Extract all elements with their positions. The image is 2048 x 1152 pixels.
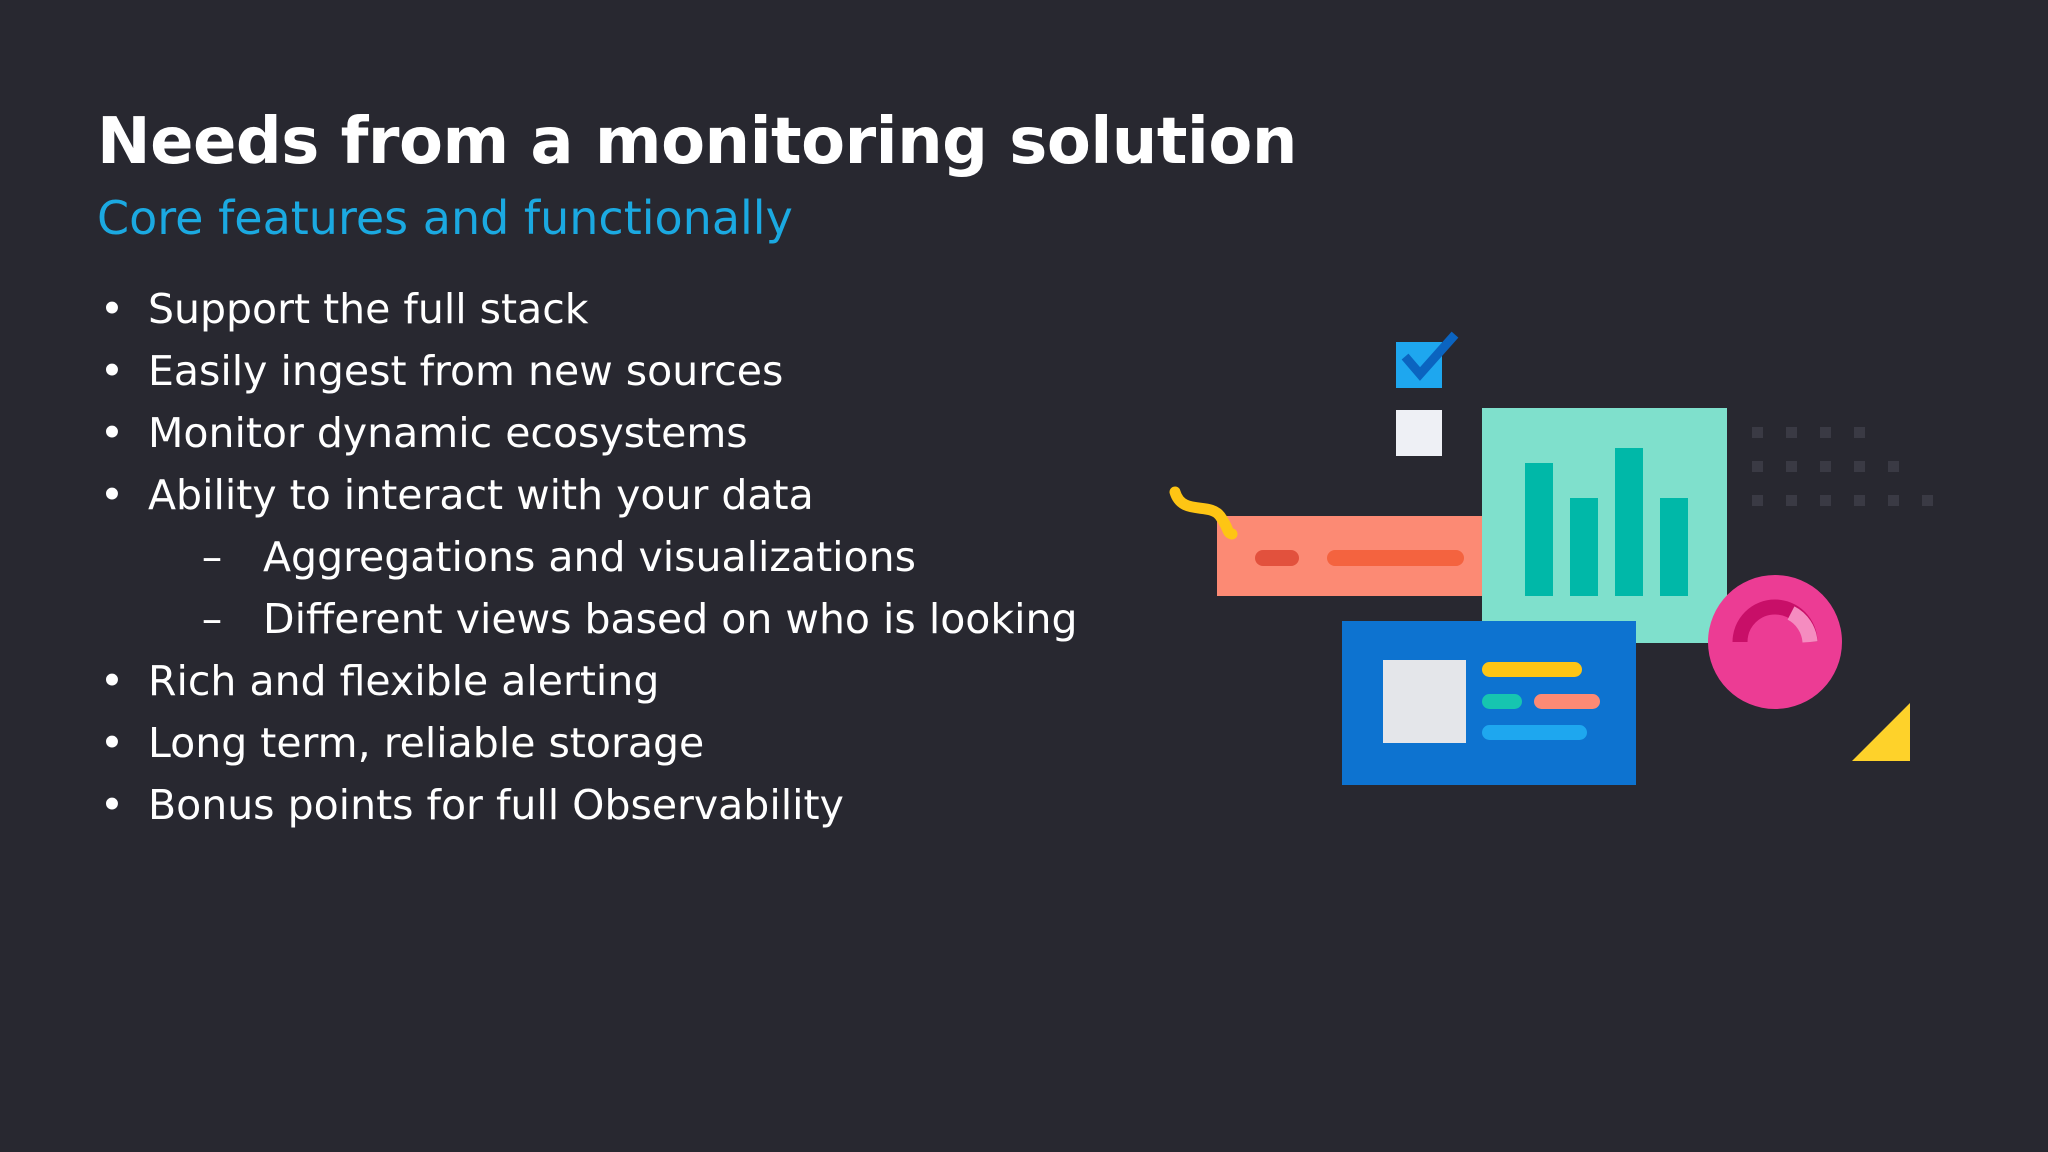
blue-card <box>1342 621 1636 785</box>
squiggle-icon <box>1169 486 1238 540</box>
salmon-card <box>1217 516 1482 596</box>
checkbox-checked-icon <box>1396 331 1459 388</box>
bullet-mark: • <box>99 347 125 395</box>
bullet-text: Bonus points for full Observability <box>148 781 844 829</box>
sub-bullet-text: Aggregations and visualizations <box>263 533 916 581</box>
bar-chart-card <box>1482 408 1727 643</box>
gauge-circle-icon <box>1708 575 1842 709</box>
bullet-mark: • <box>99 781 125 829</box>
monitoring-illustration <box>1169 331 1933 785</box>
bullet-mark: • <box>99 657 125 705</box>
bullet-text: Long term, reliable storage <box>148 719 705 767</box>
bullet-text: Ability to interact with your data <box>148 471 814 519</box>
bullet-text: Rich and flexible alerting <box>148 657 660 705</box>
slide-title: Needs from a monitoring solution <box>97 105 1297 179</box>
triangle-icon <box>1852 703 1910 761</box>
bullet-mark: • <box>99 719 125 767</box>
bullet-text: Support the full stack <box>148 285 589 333</box>
checkbox-empty-icon <box>1396 410 1442 456</box>
bullet-text: Monitor dynamic ecosystems <box>148 409 748 457</box>
bullet-mark: • <box>99 285 125 333</box>
sub-bullet-mark: – <box>201 595 223 643</box>
dot-grid <box>1752 427 1933 506</box>
slide-subtitle: Core features and functionally <box>97 191 793 245</box>
sub-bullet-mark: – <box>201 533 223 581</box>
bullet-mark: • <box>99 471 125 519</box>
bullet-text: Easily ingest from new sources <box>148 347 784 395</box>
bullet-mark: • <box>99 409 125 457</box>
sub-bullet-text: Different views based on who is looking <box>263 595 1078 643</box>
